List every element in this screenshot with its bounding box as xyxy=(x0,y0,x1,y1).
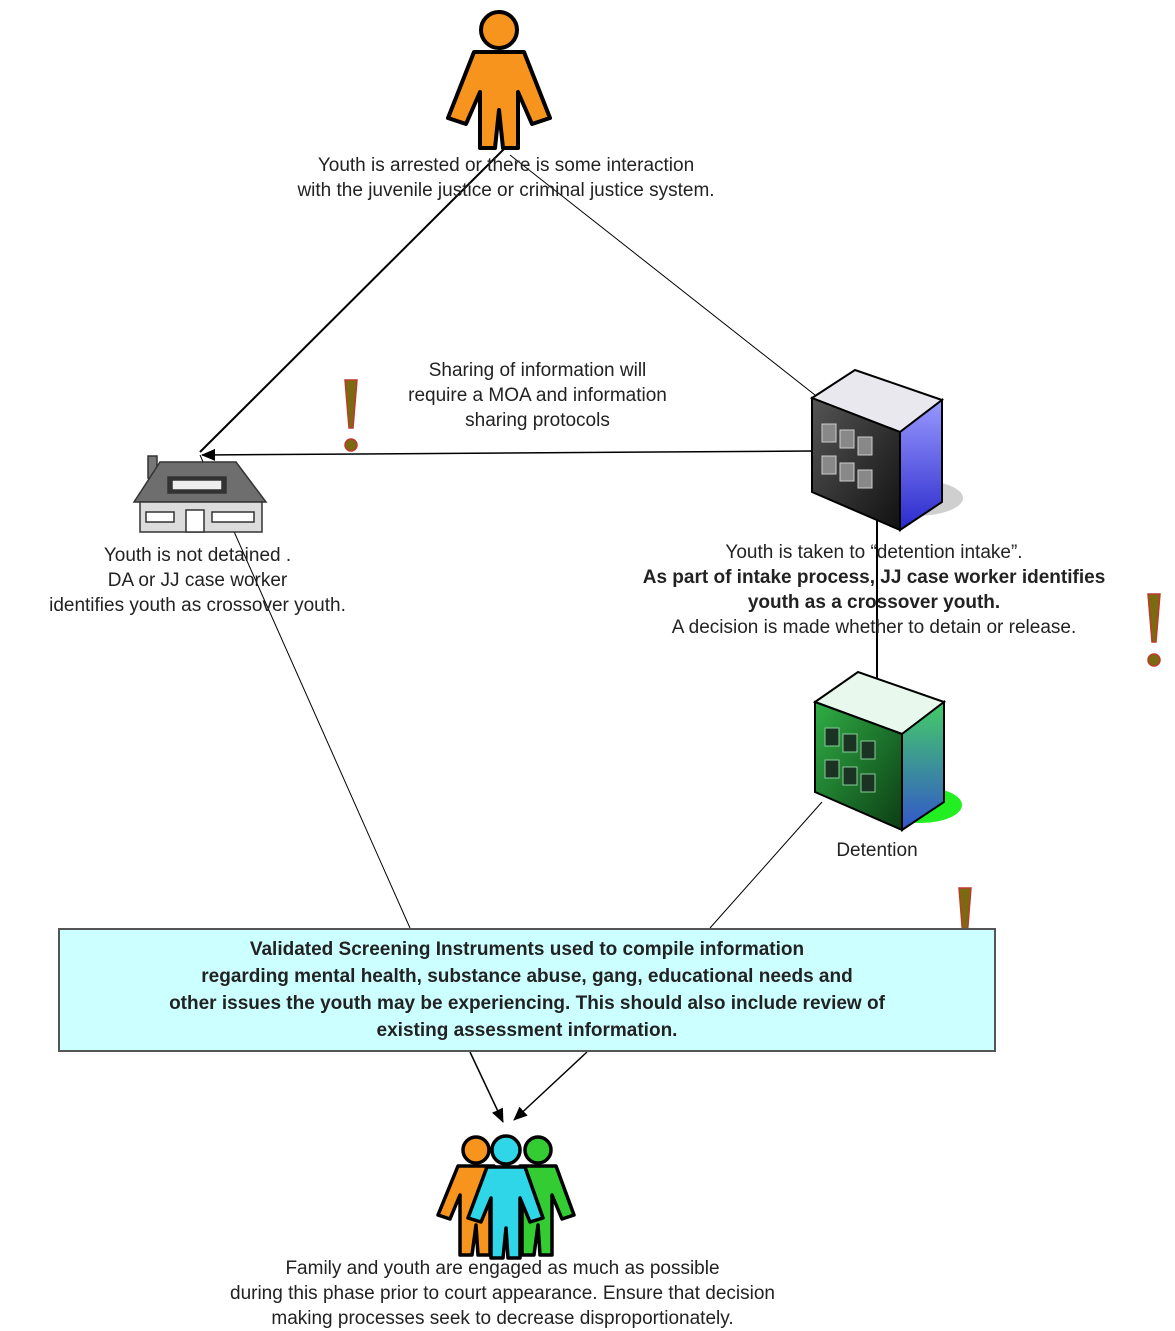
connector-intake-to-house xyxy=(201,448,813,461)
connector-person-to-intake xyxy=(509,154,816,396)
detention-building-icon xyxy=(812,670,962,832)
intake-building-icon xyxy=(809,368,963,532)
person-icon xyxy=(446,10,552,150)
detention-intake-label: Youth is taken to “detention intake”. As… xyxy=(642,542,1106,638)
sharing-info-label: Sharing of information will require a MO… xyxy=(408,360,667,431)
family-engagement-label: Family and youth are engaged as much as … xyxy=(230,1258,775,1329)
youth-arrested-label: Youth is arrested or there is some inter… xyxy=(297,155,715,201)
warning-icon xyxy=(1147,593,1161,667)
warning-icon xyxy=(344,379,358,452)
connector-screening-to-group-left xyxy=(469,1051,504,1123)
house-icon xyxy=(132,455,268,533)
screening-box: Validated Screening Instruments used to … xyxy=(58,928,996,1052)
connector-detention-to-screening xyxy=(709,801,823,929)
connector-house-to-screening xyxy=(199,454,411,929)
detention-label: Detention xyxy=(836,840,918,861)
not-detained-label: Youth is not detained . DA or JJ case wo… xyxy=(49,545,346,616)
connector-person-to-house xyxy=(199,147,506,453)
group-person-cyan xyxy=(466,1134,545,1260)
group-icon xyxy=(436,1134,576,1260)
connector-screening-to-group-right xyxy=(513,1051,588,1121)
